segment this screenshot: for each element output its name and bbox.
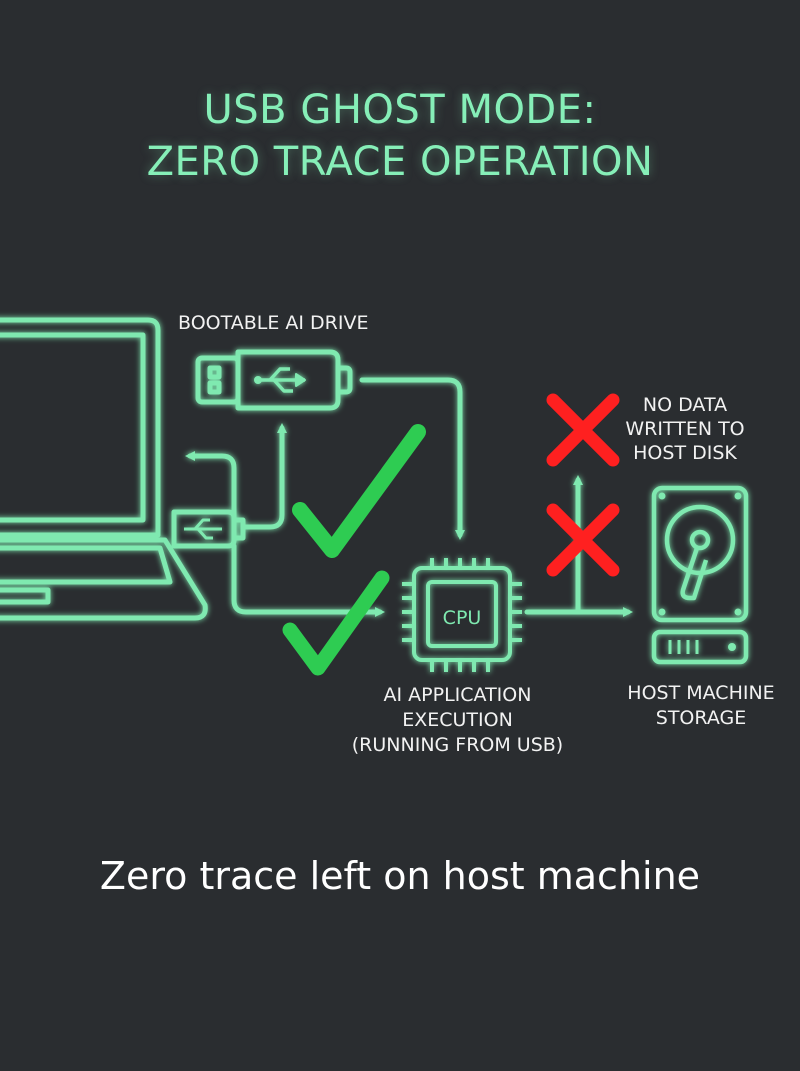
hard-drive-icon (651, 485, 749, 665)
app-label-line-2: EXECUTION (402, 709, 513, 731)
storage-label-line-2: STORAGE (655, 707, 747, 729)
drive-label: BOOTABLE AI DRIVE (178, 312, 369, 334)
arrow-to-drive (240, 423, 287, 530)
title-line-1: USB GHOST MODE: (203, 87, 597, 133)
check-icon (282, 570, 390, 676)
arrow-to-cpu-from-laptop (231, 543, 385, 617)
no-data-label-line-2: WRITTEN TO (625, 418, 745, 440)
cpu-icon (402, 558, 522, 672)
app-label-line-1: AI APPLICATION (383, 684, 532, 706)
arrow-to-laptop (185, 451, 237, 543)
laptop-icon (0, 317, 208, 621)
no-data-label-line-3: HOST DISK (633, 442, 737, 464)
check-icon (292, 424, 426, 558)
cpu-label: CPU (443, 607, 482, 629)
usb-drive-icon (195, 349, 353, 411)
cross-icon (546, 393, 620, 467)
storage-label-line-1: HOST MACHINE (627, 682, 775, 704)
title-line-2: ZERO TRACE OPERATION (146, 139, 654, 185)
arrow-drive-to-cpu (359, 377, 465, 540)
footer-caption: Zero trace left on host machine (99, 854, 701, 898)
cross-icon (546, 503, 620, 577)
no-data-label-line-1: NO DATA (642, 394, 728, 416)
app-label-line-3: (RUNNING FROM USB) (351, 734, 564, 756)
